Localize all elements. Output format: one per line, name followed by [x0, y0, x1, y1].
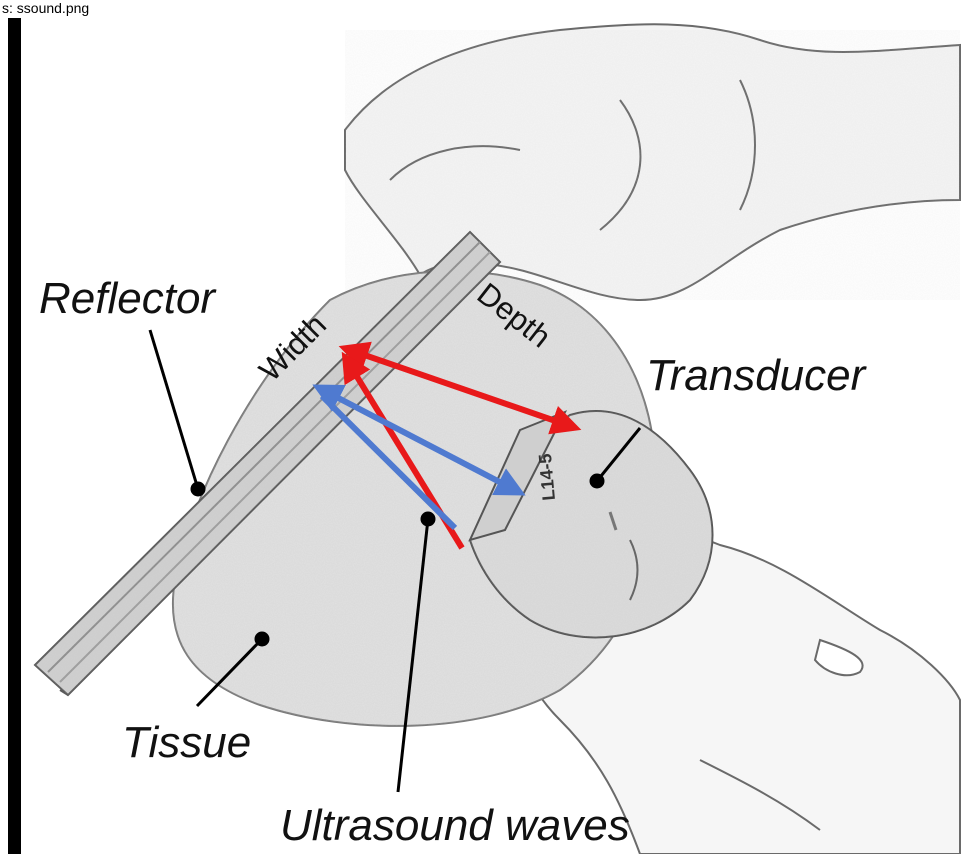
transducer-label: Transducer: [646, 351, 868, 400]
reflector-label: Reflector: [39, 274, 217, 323]
reflector-pointer-dot: [192, 483, 204, 495]
frame-bar: [8, 18, 21, 854]
tissue-label: Tissue: [122, 718, 251, 767]
waves-pointer-dot: [422, 513, 434, 525]
tissue-pointer-dot: [256, 633, 268, 645]
probe-marking: L14-5: [535, 453, 559, 502]
ultrasound-waves-label: Ultrasound waves: [280, 801, 630, 850]
reflector-pointer: [150, 330, 198, 489]
transducer-pointer-dot: [591, 475, 603, 487]
